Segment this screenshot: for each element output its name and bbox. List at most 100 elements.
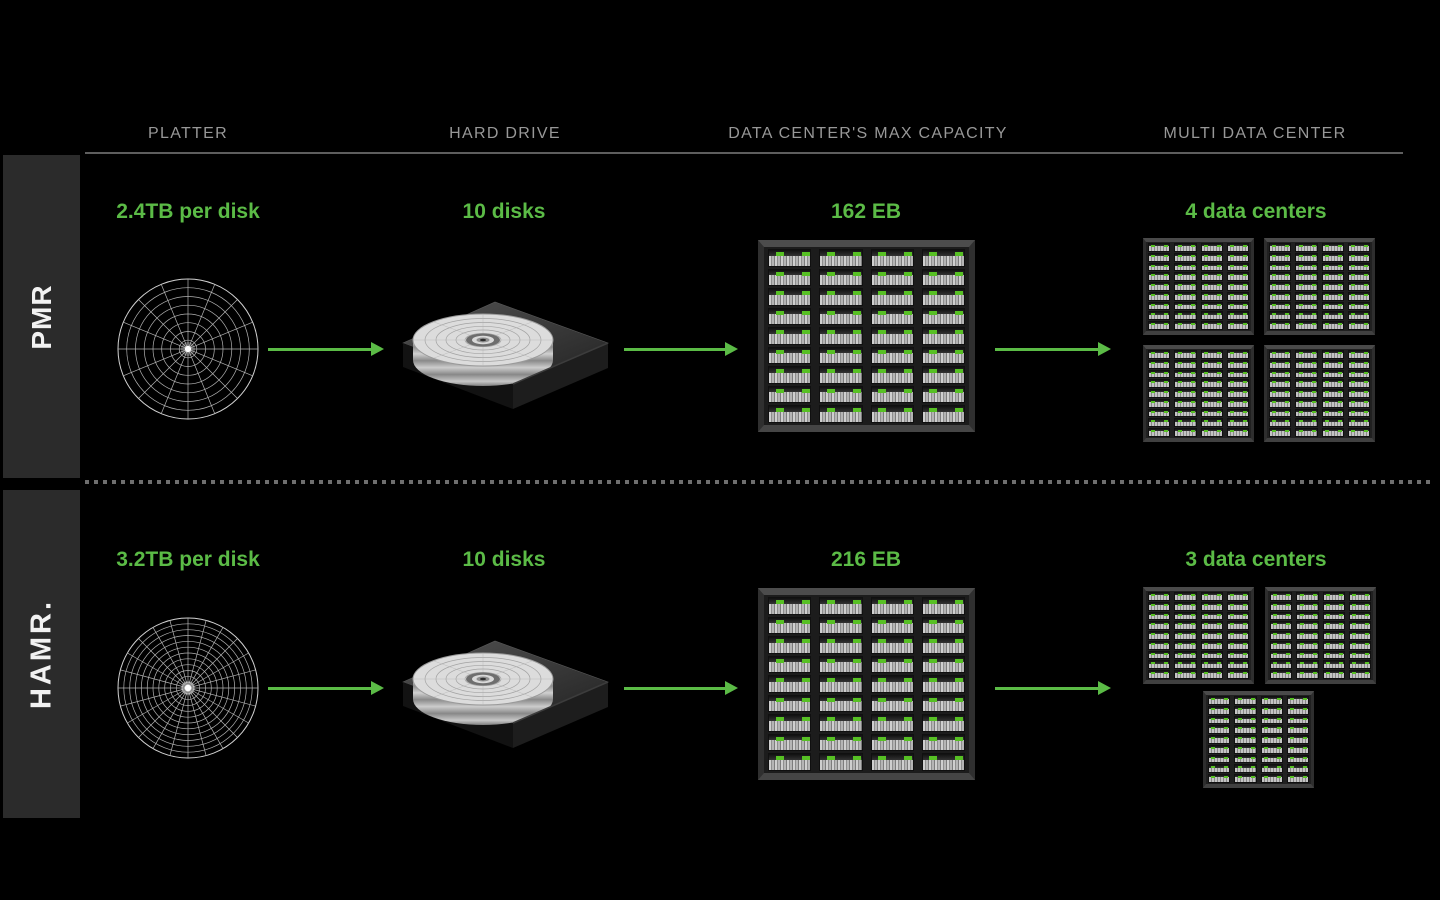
hamr-mini-rack-1 xyxy=(1143,587,1254,684)
server-unit xyxy=(1226,621,1249,631)
server-unit xyxy=(1322,650,1345,660)
server-unit xyxy=(1200,601,1223,611)
server-unit xyxy=(921,616,965,635)
server-unit xyxy=(1174,311,1197,321)
server-unit xyxy=(1208,725,1231,735)
server-unit xyxy=(1226,398,1249,408)
pmr-data-centers-label: 4 data centers xyxy=(1185,200,1327,223)
server-unit xyxy=(1200,359,1223,369)
server-unit xyxy=(1148,291,1171,301)
server-unit xyxy=(1226,282,1249,291)
server-unit xyxy=(1260,725,1283,735)
server-unit xyxy=(1321,262,1344,272)
server-unit xyxy=(768,307,812,326)
server-unit xyxy=(819,346,863,365)
server-unit xyxy=(1174,369,1197,379)
server-unit xyxy=(1174,379,1197,389)
server-unit xyxy=(1208,735,1231,744)
server-unit xyxy=(1148,408,1171,418)
server-unit xyxy=(1295,418,1318,428)
server-unit xyxy=(1347,301,1370,311)
server-unit xyxy=(1322,621,1345,631)
server-unit xyxy=(1269,272,1292,282)
server-unit xyxy=(921,733,965,752)
server-unit xyxy=(1200,350,1223,359)
server-unit xyxy=(1322,601,1345,611)
server-unit xyxy=(1174,252,1197,262)
server-unit xyxy=(1226,408,1249,418)
server-unit xyxy=(1208,744,1231,754)
server-unit xyxy=(1174,601,1197,611)
server-unit xyxy=(1200,282,1223,291)
server-unit xyxy=(1347,408,1370,418)
server-unit xyxy=(1270,650,1293,660)
server-unit xyxy=(1348,640,1371,650)
pmr-disks-label: 10 disks xyxy=(462,200,546,223)
server-unit xyxy=(1321,321,1344,330)
arrow-right-icon xyxy=(268,342,384,356)
server-unit xyxy=(870,733,914,752)
server-unit xyxy=(1174,650,1197,660)
server-unit xyxy=(1174,321,1197,330)
server-unit xyxy=(1269,398,1292,408)
server-unit xyxy=(870,268,914,287)
server-unit xyxy=(1200,428,1223,437)
server-unit xyxy=(1226,611,1249,621)
server-unit xyxy=(1295,408,1318,418)
server-unit xyxy=(1174,621,1197,631)
server-unit xyxy=(1296,631,1319,640)
server-unit xyxy=(819,268,863,287)
server-unit xyxy=(1269,262,1292,272)
server-unit xyxy=(870,385,914,404)
server-unit xyxy=(870,753,914,771)
server-unit xyxy=(1321,252,1344,262)
server-unit xyxy=(1174,359,1197,369)
server-unit xyxy=(870,714,914,732)
server-unit xyxy=(1148,369,1171,379)
server-unit xyxy=(1260,754,1283,764)
server-unit xyxy=(1295,301,1318,311)
server-unit xyxy=(1348,660,1371,670)
server-unit xyxy=(1148,321,1171,330)
server-unit xyxy=(1200,311,1223,321)
server-unit xyxy=(1321,291,1344,301)
hamr-data-centers-label: 3 data centers xyxy=(1185,548,1327,571)
server-unit xyxy=(921,636,965,654)
server-unit xyxy=(1260,774,1283,783)
server-unit xyxy=(768,405,812,423)
hamr-hard-drive-icon xyxy=(402,640,609,748)
server-unit xyxy=(1200,243,1223,252)
server-unit xyxy=(1321,418,1344,428)
server-unit xyxy=(1234,696,1257,705)
server-unit xyxy=(1148,670,1171,679)
server-unit xyxy=(1226,601,1249,611)
server-unit xyxy=(1208,764,1231,774)
server-unit xyxy=(1347,272,1370,282)
server-unit xyxy=(1234,715,1257,725)
server-unit xyxy=(1200,418,1223,428)
server-unit xyxy=(1270,611,1293,621)
pmr-platter-capacity-label: 2.4TB per disk xyxy=(116,200,260,223)
hamr-row-label: HAMR. xyxy=(25,598,57,710)
server-unit xyxy=(1269,243,1292,252)
hamr-row-panel: HAMR. xyxy=(3,490,80,818)
server-unit xyxy=(1174,611,1197,621)
server-unit xyxy=(1296,650,1319,660)
server-unit xyxy=(1321,379,1344,389)
server-unit xyxy=(1226,418,1249,428)
server-unit xyxy=(1295,272,1318,282)
server-unit xyxy=(1347,243,1370,252)
server-unit xyxy=(768,366,812,384)
server-unit xyxy=(1174,282,1197,291)
server-unit xyxy=(1200,631,1223,640)
server-unit xyxy=(1148,601,1171,611)
server-unit xyxy=(1174,660,1197,670)
server-unit xyxy=(1348,631,1371,640)
server-unit xyxy=(1148,379,1171,389)
server-unit xyxy=(1148,428,1171,437)
server-unit xyxy=(1200,621,1223,631)
server-unit xyxy=(819,597,863,615)
server-unit xyxy=(1148,611,1171,621)
server-unit xyxy=(1286,705,1309,715)
server-unit xyxy=(921,346,965,365)
